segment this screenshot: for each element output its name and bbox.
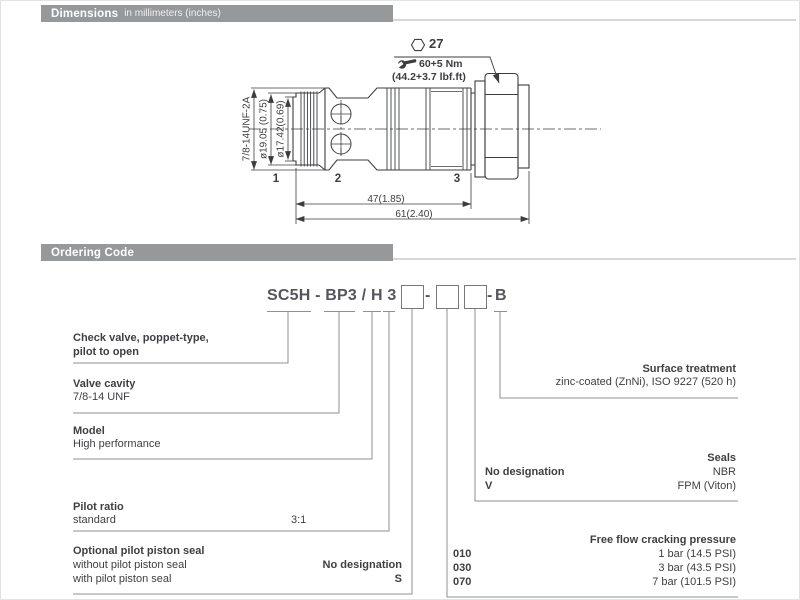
ordering-title: Ordering Code [51,246,135,259]
thread-lines [300,88,468,170]
surface-title: Surface treatment [642,363,736,375]
model-value: High performance [73,438,161,450]
port-3-label: 3 [453,173,461,185]
inner-diameter-label: ø17.42(0.69) [275,100,287,158]
type-callout-line1: Check valve, poppet-type, [73,332,209,344]
cross-hole-symbols [330,103,352,155]
cavity-title: Valve cavity [73,378,136,390]
port-2-label: 2 [334,173,342,185]
centerline [249,100,601,158]
thread-label: 7/8-14UNF-2A [241,96,253,162]
piston-seal-row2-code: S [394,573,402,585]
seals-row2-code: V [485,480,493,492]
ordering-header-rule [41,258,796,260]
pilot-ratio-value: 3:1 [291,514,307,526]
cracking-row2-code: 030 [453,562,472,574]
hex-size-icon [410,38,426,52]
pilot-ratio-title: Pilot ratio [73,501,124,513]
piston-seal-row1-code: No designation [322,559,402,571]
code-box-pressure [436,285,459,309]
total-length-dim: 61(2.40) [395,209,433,220]
cracking-row3-code: 070 [453,576,472,588]
seals-row2-value: FPM (Viton) [677,480,736,492]
torque-alt-label: (44.2+3.7 lbf.ft) [392,71,466,83]
cracking-row3-value: 7 bar (101.5 PSI) [652,576,736,588]
pilot-ratio-label: standard [73,514,116,526]
wrench-icon [396,59,417,69]
cracking-row1-value: 1 bar (14.5 PSI) [658,548,736,560]
dimensions-title: Dimensions [51,7,119,20]
dimensions-header-rule [41,19,796,21]
code-dash-1: - [425,287,431,304]
hex-size-label: 27 [429,36,444,51]
type-callout-line2: pilot to open [73,346,139,358]
code-box-seals [464,285,487,309]
cracking-title: Free flow cracking pressure [589,534,736,546]
dimensions-header-bar: Dimensions in millimeters (inches) [41,5,393,22]
dimensions-subtitle: in millimeters (inches) [124,8,221,19]
piston-seal-row1-label: without pilot piston seal [73,559,187,571]
code-box-piston-seal [401,285,424,309]
cracking-row1-code: 010 [453,548,472,560]
piston-seal-title: Optional pilot piston seal [73,545,205,557]
thread-length-dim: 47(1.85) [367,194,405,205]
surface-value: zinc-coated (ZnNi), ISO 9227 (520 h) [555,376,736,388]
ordering-header-bar: Ordering Code [41,244,393,261]
ordering-code-base: SC5H - BP3 / H 3 [267,287,397,304]
piston-seal-row2-label: with pilot piston seal [73,573,172,585]
code-suffix: B [495,287,507,304]
cavity-value: 7/8-14 UNF [73,391,130,403]
code-dash-2: - [487,287,493,304]
model-title: Model [73,425,105,437]
torque-label: 60+5 Nm [419,58,463,70]
port-1-label: 1 [272,173,280,185]
seals-row1-value: NBR [712,466,736,478]
valve-outline [292,72,530,180]
outer-diameter-label: ø19.05 (0.75) [258,98,270,160]
seals-row1-code: No designation [485,466,565,478]
seals-title: Seals [707,452,736,464]
cracking-row2-value: 3 bar (43.5 PSI) [658,562,736,574]
